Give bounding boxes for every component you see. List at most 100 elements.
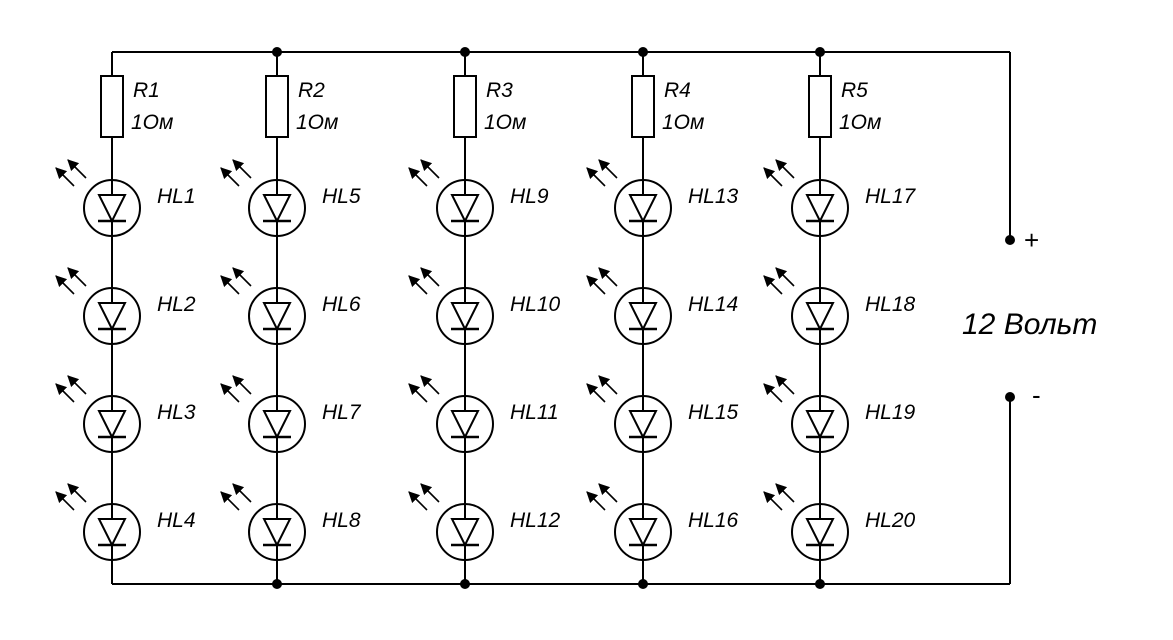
light-arrow-icon — [586, 275, 606, 295]
light-arrow-icon — [586, 383, 606, 403]
diode-triangle — [628, 410, 658, 440]
light-arrow-icon — [408, 491, 428, 511]
light-arrow-icon — [763, 167, 783, 187]
led-label: HL16 — [688, 509, 739, 532]
light-arrow-icon — [67, 159, 87, 179]
resistor-name: R2 — [298, 79, 325, 102]
light-arrow-icon — [586, 167, 606, 187]
negative-terminal-label: - — [1032, 380, 1041, 410]
led-label: HL19 — [865, 401, 916, 424]
diode-triangle — [450, 410, 480, 440]
resistor-name: R5 — [841, 79, 868, 102]
light-arrow-icon — [775, 483, 795, 503]
resistor-value: 1Ом — [662, 111, 704, 134]
negative-terminal — [1005, 392, 1015, 402]
light-arrow-icon — [67, 267, 87, 287]
light-arrow-icon — [408, 167, 428, 187]
light-arrow-icon — [232, 267, 252, 287]
resistor-value: 1Ом — [484, 111, 526, 134]
diode-triangle — [628, 518, 658, 548]
led-label: HL6 — [322, 293, 361, 316]
resistor-value: 1Ом — [839, 111, 881, 134]
led-label: HL17 — [865, 185, 917, 208]
light-arrow-icon — [55, 383, 75, 403]
light-arrow-icon — [420, 375, 440, 395]
diode-triangle — [262, 302, 292, 332]
light-arrow-icon — [598, 267, 618, 287]
positive-terminal — [1005, 235, 1015, 245]
diode-triangle — [450, 302, 480, 332]
diode-triangle — [805, 302, 835, 332]
diode-triangle — [628, 194, 658, 224]
resistor-value: 1Ом — [131, 111, 173, 134]
led-label: HL15 — [688, 401, 739, 424]
light-arrow-icon — [763, 275, 783, 295]
light-arrow-icon — [232, 159, 252, 179]
light-arrow-icon — [232, 375, 252, 395]
light-arrow-icon — [55, 275, 75, 295]
led-label: HL20 — [865, 509, 916, 532]
junction-dot — [272, 579, 282, 589]
diode-triangle — [97, 518, 127, 548]
led-label: HL14 — [688, 293, 738, 316]
resistor-name: R3 — [486, 79, 513, 102]
led-label: HL18 — [865, 293, 916, 316]
led-branches: R11ОмHL1HL2HL3HL4R21ОмHL5HL6HL7HL8R31ОмH… — [55, 47, 917, 589]
led-label: HL4 — [157, 509, 196, 532]
led-label: HL10 — [510, 293, 561, 316]
led-label: HL1 — [157, 185, 196, 208]
light-arrow-icon — [55, 167, 75, 187]
light-arrow-icon — [55, 491, 75, 511]
light-arrow-icon — [232, 483, 252, 503]
light-arrow-icon — [775, 375, 795, 395]
light-arrow-icon — [220, 491, 240, 511]
light-arrow-icon — [67, 375, 87, 395]
junction-dot — [815, 47, 825, 57]
light-arrow-icon — [420, 483, 440, 503]
light-arrow-icon — [220, 275, 240, 295]
diode-triangle — [97, 194, 127, 224]
resistor — [265, 75, 289, 138]
resistor — [100, 75, 124, 138]
light-arrow-icon — [220, 383, 240, 403]
resistor-name: R4 — [664, 79, 691, 102]
light-arrow-icon — [220, 167, 240, 187]
diode-triangle — [262, 410, 292, 440]
resistor — [453, 75, 477, 138]
light-arrow-icon — [420, 159, 440, 179]
positive-terminal-label: + — [1024, 225, 1039, 255]
supply-voltage-label: 12 Вольт — [962, 308, 1097, 341]
light-arrow-icon — [775, 267, 795, 287]
led-label: HL3 — [157, 401, 196, 424]
led-label: HL8 — [322, 509, 361, 532]
diode-triangle — [450, 518, 480, 548]
light-arrow-icon — [598, 483, 618, 503]
junction-dot — [638, 47, 648, 57]
diode-triangle — [628, 302, 658, 332]
resistor-value: 1Ом — [296, 111, 338, 134]
led-label: HL11 — [510, 401, 559, 424]
junction-dot — [460, 47, 470, 57]
led-label: HL2 — [157, 293, 196, 316]
junction-dot — [638, 579, 648, 589]
light-arrow-icon — [775, 159, 795, 179]
diode-triangle — [805, 518, 835, 548]
led-label: HL9 — [510, 185, 549, 208]
led-label: HL7 — [322, 401, 362, 424]
light-arrow-icon — [420, 267, 440, 287]
led-label: HL13 — [688, 185, 739, 208]
diode-triangle — [805, 194, 835, 224]
junction-dot — [815, 579, 825, 589]
light-arrow-icon — [408, 275, 428, 295]
light-arrow-icon — [586, 491, 606, 511]
diode-triangle — [262, 194, 292, 224]
diode-triangle — [97, 410, 127, 440]
diode-triangle — [450, 194, 480, 224]
junction-dot — [460, 579, 470, 589]
led-label: HL5 — [322, 185, 361, 208]
light-arrow-icon — [408, 383, 428, 403]
junction-dot — [272, 47, 282, 57]
diode-triangle — [805, 410, 835, 440]
resistor — [808, 75, 832, 138]
